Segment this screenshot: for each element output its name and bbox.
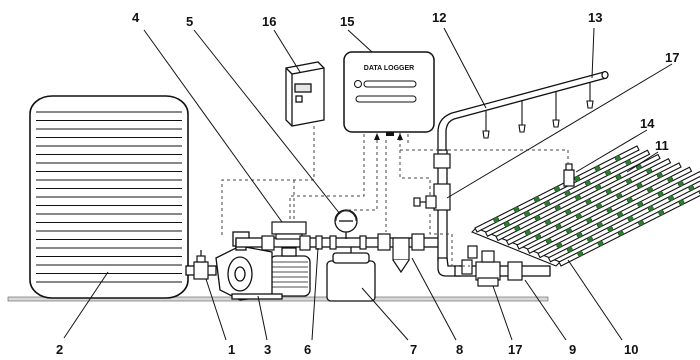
drip-emitter	[647, 168, 652, 173]
drip-emitter	[554, 186, 559, 191]
sprinkler-head	[587, 101, 593, 108]
pressure-gauge	[335, 210, 357, 239]
drip-emitter	[618, 231, 623, 236]
callout-2: 2	[56, 342, 63, 357]
drip-emitter	[678, 181, 683, 186]
drip-emitter	[596, 185, 601, 190]
callout-15: 15	[340, 14, 354, 29]
drip-emitter	[626, 160, 631, 165]
data-logger: DATA LOGGER	[344, 52, 434, 136]
drip-emitter	[494, 217, 499, 222]
callout-14: 14	[640, 116, 655, 131]
callout-5: 5	[186, 14, 193, 29]
drip-emitter	[657, 173, 662, 178]
drip-emitter	[545, 201, 550, 206]
drip-emitter	[575, 176, 580, 181]
callout-4: 4	[132, 10, 140, 25]
callout-9: 9	[569, 342, 576, 357]
drip-emitter	[546, 238, 551, 243]
drip-emitter	[565, 191, 570, 196]
callout-6: 6	[304, 342, 311, 357]
drip-emitter	[616, 174, 621, 179]
callout-16: 16	[262, 14, 276, 29]
drip-emitter	[659, 210, 664, 215]
drip-emitter	[535, 215, 540, 220]
drip-emitter	[515, 226, 520, 231]
drip-emitter	[689, 185, 694, 190]
drip-emitter	[597, 222, 602, 227]
drip-emitter	[617, 212, 622, 217]
callout-11: 11	[655, 138, 669, 153]
drip-emitter	[555, 205, 560, 210]
drip-emitter	[679, 200, 684, 205]
drip-emitter	[648, 206, 653, 211]
callout-8: 8	[456, 342, 463, 357]
drip-emitter	[587, 237, 592, 242]
drip-emitter	[578, 251, 583, 256]
drip-emitter	[608, 226, 613, 231]
drip-emitter	[545, 220, 550, 225]
callout-17-upper: 17	[665, 50, 679, 65]
drip-emitter	[638, 202, 643, 207]
drip-emitter	[595, 166, 600, 171]
drip-emitter	[668, 177, 673, 182]
drip-emitter	[525, 230, 530, 235]
callout-12: 12	[432, 10, 446, 25]
data-logger-label: DATA LOGGER	[364, 65, 414, 72]
drip-emitter	[586, 199, 591, 204]
drip-emitter	[617, 193, 622, 198]
solenoid-valve-lower	[462, 246, 522, 286]
drip-emitter	[566, 228, 571, 233]
drip-emitter	[626, 179, 631, 184]
soil-moisture-sensor	[564, 164, 574, 186]
callout-13: 13	[588, 10, 602, 25]
drip-emitter	[628, 216, 633, 221]
drip-emitter	[504, 221, 509, 226]
drip-emitter	[577, 232, 582, 237]
drip-emitter	[658, 191, 663, 196]
drip-irrigation-field	[472, 146, 700, 266]
callout-7: 7	[410, 342, 417, 357]
drip-emitter	[647, 187, 652, 192]
drip-emitter	[587, 218, 592, 223]
drip-emitter	[615, 156, 620, 161]
sprinkler-head	[553, 120, 559, 127]
drip-emitter	[514, 207, 519, 212]
drip-emitter	[638, 220, 643, 225]
callout-1: 1	[228, 342, 235, 357]
callout-3: 3	[264, 342, 271, 357]
drip-emitter	[557, 243, 562, 248]
drip-emitter	[567, 247, 572, 252]
drip-emitter	[637, 183, 642, 188]
drip-emitter	[536, 234, 541, 239]
drip-emitter	[668, 196, 673, 201]
drip-emitter	[607, 208, 612, 213]
controller-box	[286, 62, 324, 126]
sprinkler-head	[483, 131, 489, 138]
inlet-valve	[194, 250, 208, 279]
drip-emitter	[534, 197, 539, 202]
sprinkler-head	[519, 125, 525, 132]
drip-emitter	[605, 170, 610, 175]
drip-emitter	[566, 209, 571, 214]
filter	[378, 234, 424, 272]
drip-emitter	[606, 189, 611, 194]
water-tank	[30, 96, 188, 298]
fertilizer-tank	[327, 247, 375, 301]
callout-17-lower: 17	[508, 342, 522, 357]
drip-emitter	[585, 180, 590, 185]
drip-emitter	[576, 214, 581, 219]
drip-emitter	[627, 197, 632, 202]
drip-emitter	[575, 195, 580, 200]
drip-emitter	[598, 241, 603, 246]
drip-emitter	[524, 211, 529, 216]
callout-10: 10	[624, 342, 638, 357]
overhead-lateral	[438, 72, 608, 151]
drip-emitter	[596, 203, 601, 208]
drip-emitter	[556, 224, 561, 229]
